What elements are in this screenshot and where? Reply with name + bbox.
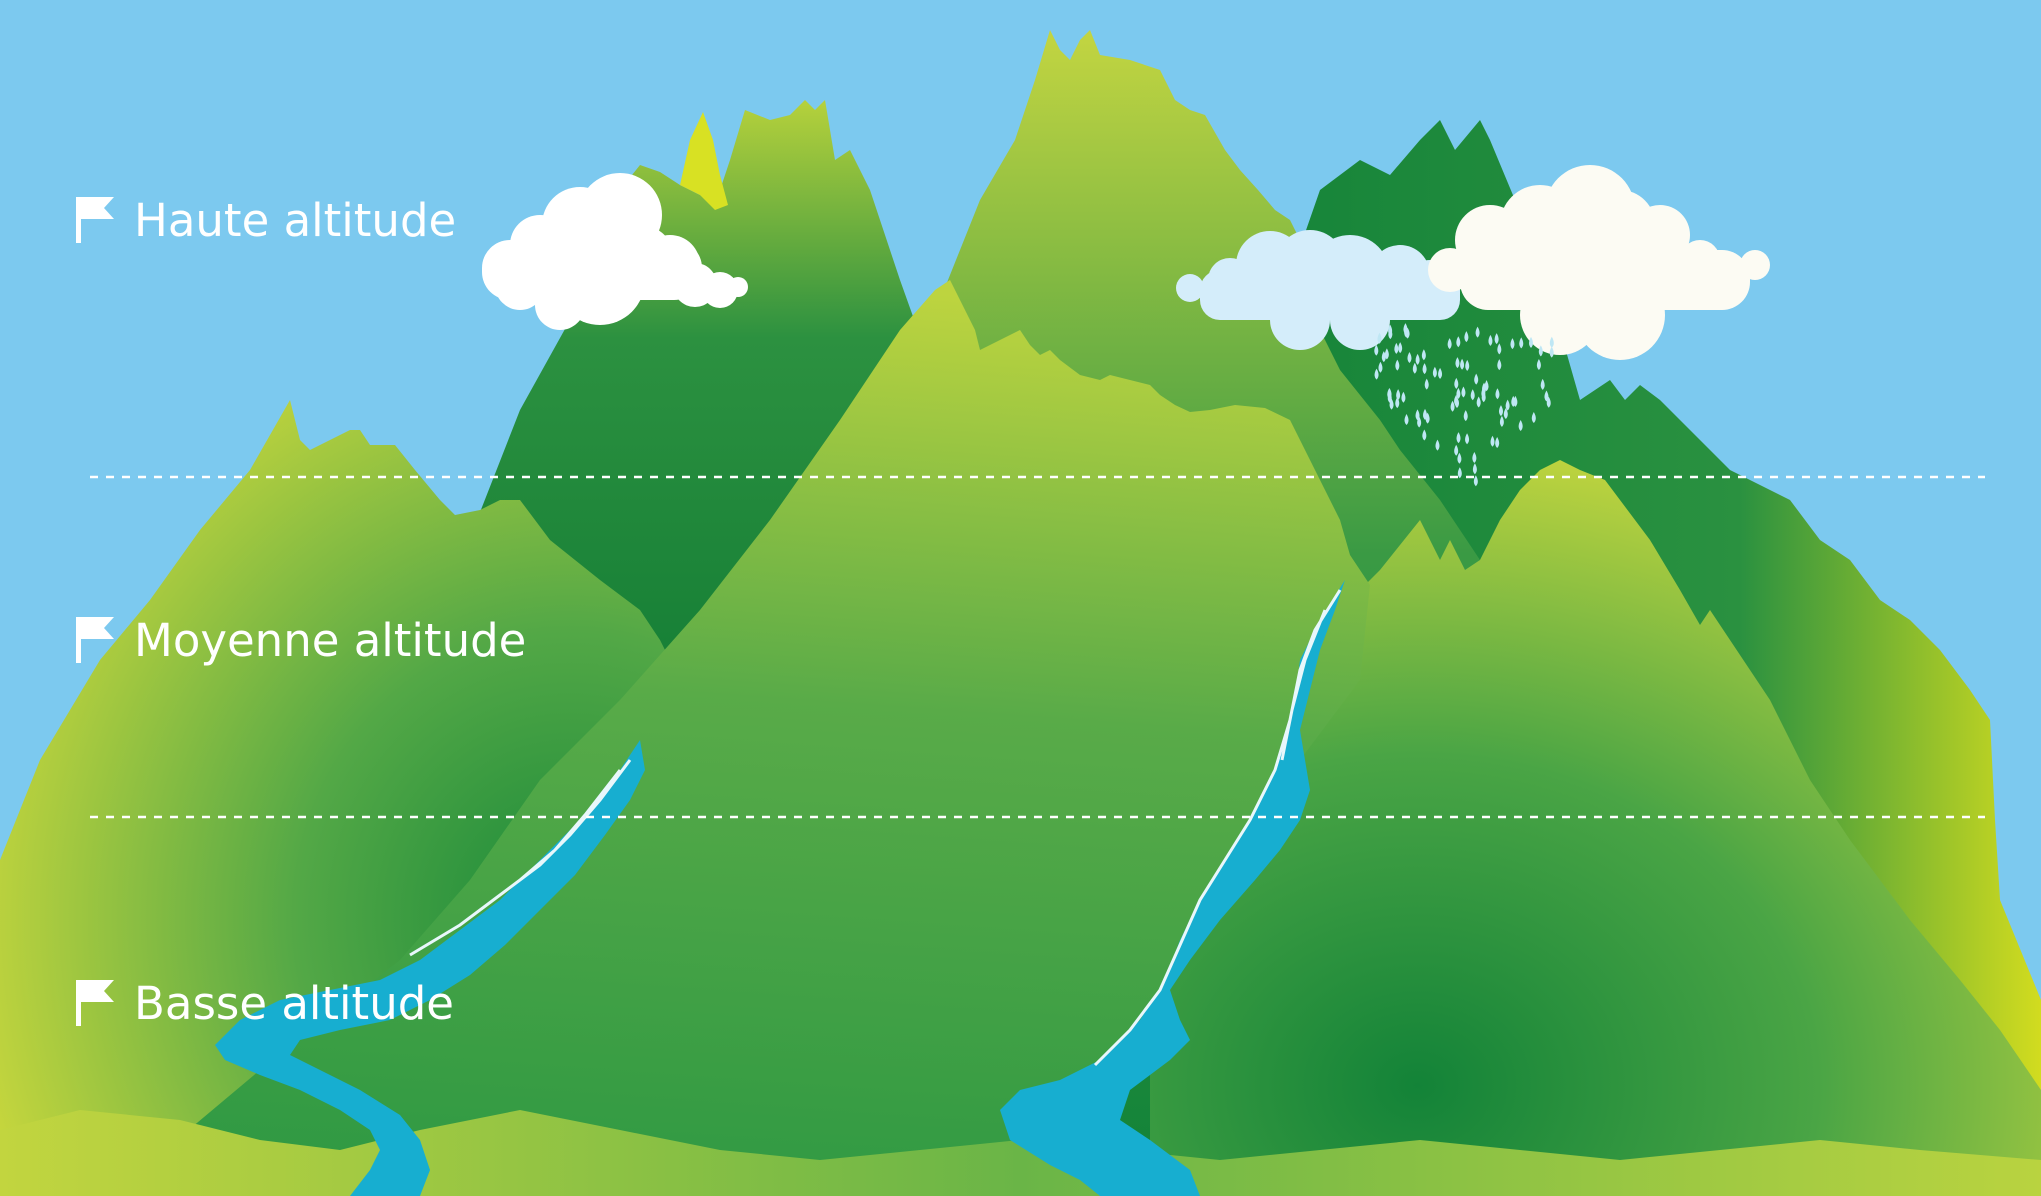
rain-drop bbox=[1544, 390, 1549, 402]
rain-drop bbox=[1465, 359, 1470, 371]
ground-foreground bbox=[0, 1110, 2041, 1196]
flag-icon bbox=[76, 197, 114, 243]
rain-drop bbox=[1401, 391, 1406, 403]
label-mid-altitude: Moyenne altitude bbox=[76, 617, 526, 663]
rain-drop bbox=[1374, 344, 1379, 356]
flag-icon bbox=[76, 980, 114, 1026]
label-mid-text: Moyenne altitude bbox=[134, 613, 527, 667]
rain-drop bbox=[1412, 362, 1417, 374]
rain-drop bbox=[1454, 444, 1459, 456]
rain-drop bbox=[1407, 352, 1412, 364]
rain-drop bbox=[1395, 359, 1400, 371]
rain-drop bbox=[1395, 397, 1400, 409]
rain-drop bbox=[1488, 334, 1493, 346]
rain-drop bbox=[1455, 357, 1460, 369]
rain-drop bbox=[1394, 342, 1399, 354]
rain-drop bbox=[1503, 407, 1508, 419]
rain-drop bbox=[1381, 351, 1386, 363]
rain-drop bbox=[1498, 405, 1503, 417]
rain-drop bbox=[1447, 338, 1452, 350]
label-low-text: Basse altitude bbox=[134, 976, 454, 1030]
rain-drop bbox=[1457, 452, 1462, 464]
rain-drop bbox=[1463, 410, 1468, 422]
river-right-foam bbox=[1093, 589, 1342, 1067]
rain-drop bbox=[1456, 336, 1461, 348]
rain-drop bbox=[1518, 419, 1523, 431]
label-low-altitude: Basse altitude bbox=[76, 980, 454, 1026]
rain-drop bbox=[1461, 386, 1466, 398]
rain-drop bbox=[1490, 435, 1495, 447]
snow-spire bbox=[680, 112, 728, 210]
rain-drop bbox=[1528, 336, 1533, 348]
rain-drop bbox=[1422, 363, 1427, 375]
rain-drop bbox=[1421, 349, 1426, 361]
rain-drop bbox=[1495, 388, 1500, 400]
cloud-right-white bbox=[1428, 165, 1770, 360]
rain-drop bbox=[1454, 377, 1459, 389]
rain-drop bbox=[1472, 463, 1477, 475]
river-left-foam bbox=[409, 759, 632, 957]
rain-drop bbox=[1474, 373, 1479, 385]
rain-drop bbox=[1464, 331, 1469, 343]
rain-drop bbox=[1450, 400, 1455, 412]
rain-drop bbox=[1497, 343, 1502, 355]
rain-drop bbox=[1377, 332, 1382, 344]
rain-drop bbox=[1423, 408, 1428, 420]
flag-icon bbox=[76, 617, 114, 663]
mountain-right-front bbox=[1150, 460, 2041, 1196]
rain-drop bbox=[1536, 358, 1541, 370]
rain-drop bbox=[1460, 358, 1465, 370]
rain-drop bbox=[1435, 439, 1440, 451]
rain-drop bbox=[1476, 396, 1481, 408]
rain-drop bbox=[1473, 475, 1478, 487]
rain-drop bbox=[1484, 380, 1489, 392]
rain-drop bbox=[1538, 345, 1543, 357]
rain-drop bbox=[1403, 323, 1408, 335]
cloud-left bbox=[482, 173, 748, 330]
rain-drop bbox=[1378, 361, 1383, 373]
rain-drop bbox=[1531, 412, 1536, 424]
rain-drop bbox=[1549, 336, 1554, 348]
rain-drop bbox=[1456, 432, 1461, 444]
label-high-text: Haute altitude bbox=[134, 193, 457, 247]
rain-drop bbox=[1475, 326, 1480, 338]
rain-drop bbox=[1472, 452, 1477, 464]
rain-drop bbox=[1388, 328, 1393, 340]
rain-drop bbox=[1432, 366, 1437, 378]
label-high-altitude: Haute altitude bbox=[76, 197, 456, 243]
rain-drop bbox=[1497, 359, 1502, 371]
rain-drop bbox=[1465, 433, 1470, 445]
rain-drop bbox=[1519, 337, 1524, 349]
rain-drop bbox=[1457, 467, 1462, 479]
rain-drop bbox=[1505, 399, 1510, 411]
rain-drop bbox=[1404, 413, 1409, 425]
rain-drop bbox=[1456, 387, 1461, 399]
rain-drop bbox=[1499, 415, 1504, 427]
rain-drop bbox=[1415, 409, 1420, 421]
rain-drop bbox=[1387, 388, 1392, 400]
rain-drop bbox=[1415, 353, 1420, 365]
rain-drop bbox=[1374, 368, 1379, 380]
rain-drop bbox=[1549, 346, 1554, 358]
rain-drop bbox=[1470, 389, 1475, 401]
rain-drop bbox=[1540, 378, 1545, 390]
rain-drop bbox=[1438, 367, 1443, 379]
rain-drop bbox=[1384, 348, 1389, 360]
rain-drop bbox=[1510, 338, 1515, 350]
rain-drop bbox=[1494, 333, 1499, 345]
rain-drop bbox=[1398, 342, 1403, 354]
rain-drop bbox=[1389, 398, 1394, 410]
river-left bbox=[215, 740, 645, 1196]
rain-drop bbox=[1424, 378, 1429, 390]
rain-drop bbox=[1495, 436, 1500, 448]
rain-drop bbox=[1422, 429, 1427, 441]
rain-drop bbox=[1454, 394, 1459, 406]
cloud-right-blue bbox=[1176, 230, 1460, 350]
rain-drop bbox=[1481, 391, 1486, 403]
rain-drops bbox=[1374, 323, 1554, 487]
rain-drop bbox=[1511, 395, 1516, 407]
